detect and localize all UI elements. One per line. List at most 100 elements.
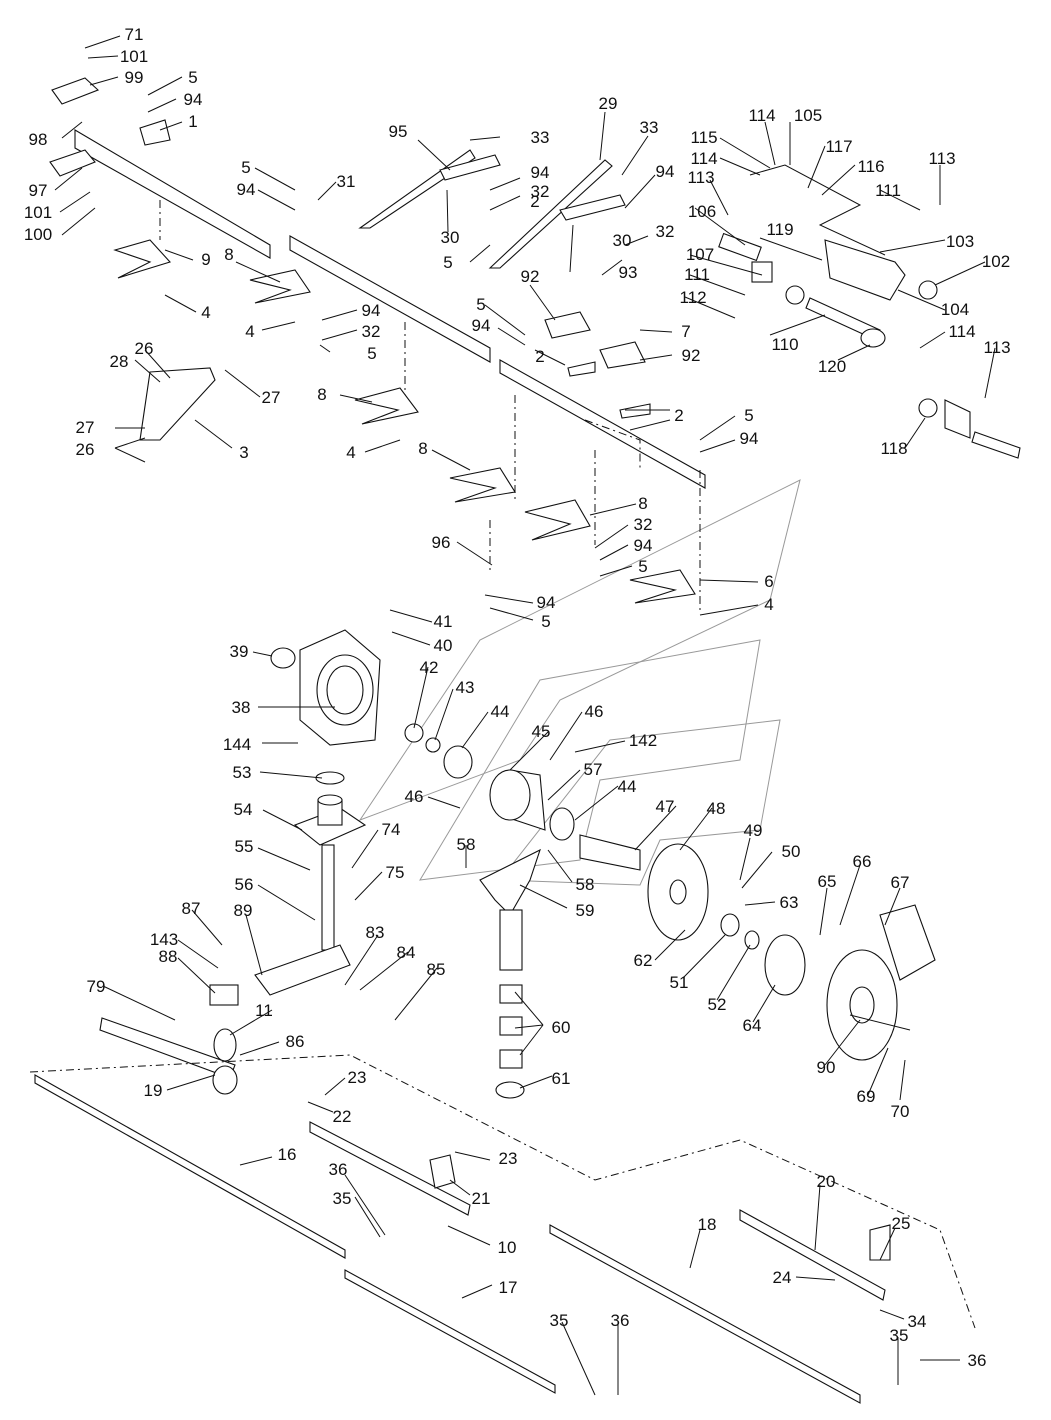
callout-label: 32 (656, 222, 675, 241)
callout-label: 142 (629, 731, 657, 750)
flywheel-drive (647, 843, 936, 1061)
callout-label: 106 (688, 202, 716, 221)
callout-label: 114 (948, 322, 975, 341)
callout-label: 19 (144, 1081, 163, 1100)
callout-label: 111 (684, 265, 710, 284)
callout-label: 66 (853, 852, 872, 871)
pitman-arm (99, 944, 351, 1095)
callout-label: 44 (491, 702, 510, 721)
callout-label: 55 (235, 837, 254, 856)
callout-label: 30 (613, 231, 632, 250)
callout-label: 41 (434, 612, 453, 631)
callout-label: 46 (585, 702, 604, 721)
callout-label: 21 (472, 1189, 491, 1208)
callout-label: 101 (120, 47, 148, 66)
callout-label: 74 (382, 820, 401, 839)
callout-label: 94 (184, 90, 203, 109)
callout-label: 113 (983, 338, 1010, 357)
gearbox-base (293, 794, 367, 951)
callout-label: 44 (618, 777, 637, 796)
mount-plates (544, 311, 651, 419)
callout-label: 5 (638, 557, 647, 576)
callout-label: 93 (619, 263, 638, 282)
callout-label: 30 (441, 228, 460, 247)
callout-label: 94 (537, 593, 556, 612)
callout-label: 89 (234, 901, 253, 920)
callout-label: 4 (245, 322, 254, 341)
callout-label: 79 (87, 977, 106, 996)
callout-label: 114 (690, 149, 717, 168)
crop-lifters (358, 149, 626, 269)
callout-label: 52 (708, 995, 727, 1014)
callout-label: 101 (24, 203, 52, 222)
callout-label: 115 (690, 128, 717, 147)
callout-label: 56 (235, 875, 254, 894)
callout-label: 31 (337, 172, 356, 191)
callout-label: 10 (498, 1238, 517, 1257)
callout-label: 110 (771, 335, 798, 354)
callout-label: 111 (875, 181, 901, 200)
callout-label: 43 (456, 678, 475, 697)
callout-label: 53 (233, 763, 252, 782)
callout-label: 4 (346, 443, 355, 462)
callout-label: 119 (766, 220, 793, 239)
callout-label: 28 (110, 352, 129, 371)
callout-label: 85 (427, 960, 446, 979)
callout-label: 36 (611, 1311, 630, 1330)
background-watermark-outline (358, 479, 801, 886)
callout-label: 24 (773, 1268, 792, 1287)
callout-label: 48 (707, 799, 726, 818)
callout-label: 94 (237, 180, 256, 199)
callout-label: 8 (638, 494, 647, 513)
callout-label: 117 (825, 137, 852, 156)
callout-label: 116 (857, 157, 884, 176)
callout-label: 17 (499, 1278, 518, 1297)
knife-guards (113, 239, 696, 604)
callout-label: 120 (818, 357, 846, 376)
callout-label: 5 (188, 68, 197, 87)
callout-label: 50 (782, 842, 801, 861)
callout-label: 32 (634, 515, 653, 534)
callout-label: 16 (278, 1145, 297, 1164)
callout-label: 57 (584, 760, 603, 779)
callout-label: 95 (389, 122, 408, 141)
callout-label: 5 (367, 344, 376, 363)
yoke-and-shaft (479, 848, 541, 1099)
callout-label: 64 (743, 1016, 762, 1035)
callout-label: 103 (946, 232, 974, 251)
callout-label: 143 (150, 930, 178, 949)
callout-label: 20 (817, 1172, 836, 1191)
callout-label: 96 (432, 533, 451, 552)
callout-label: 2 (674, 406, 683, 425)
callout-label: 54 (234, 800, 253, 819)
callout-label: 92 (521, 267, 540, 286)
callout-label: 27 (76, 418, 95, 437)
callout-label: 3 (239, 443, 248, 462)
callout-label: 69 (857, 1087, 876, 1106)
callout-label: 26 (76, 440, 95, 459)
callout-label: 58 (576, 875, 595, 894)
callout-label: 99 (125, 68, 144, 87)
callout-label: 104 (941, 300, 969, 319)
callout-label: 113 (687, 168, 714, 187)
callout-label: 65 (818, 872, 837, 891)
callout-label: 33 (640, 118, 659, 137)
callout-label: 2 (535, 347, 544, 366)
callout-label: 67 (891, 873, 910, 892)
callout-label: 5 (541, 612, 550, 631)
callout-label: 102 (982, 252, 1010, 271)
callout-label: 86 (286, 1032, 305, 1051)
callout-label: 94 (634, 536, 653, 555)
callout-label: 112 (679, 288, 706, 307)
callout-label: 35 (333, 1189, 352, 1208)
callout-label: 60 (552, 1018, 571, 1037)
callout-label: 22 (333, 1107, 352, 1126)
callout-label: 38 (232, 698, 251, 717)
callout-label: 87 (182, 899, 201, 918)
callout-label: 70 (891, 1102, 910, 1121)
callout-label: 51 (670, 973, 689, 992)
callout-label: 36 (329, 1160, 348, 1179)
callout-label: 46 (405, 787, 424, 806)
